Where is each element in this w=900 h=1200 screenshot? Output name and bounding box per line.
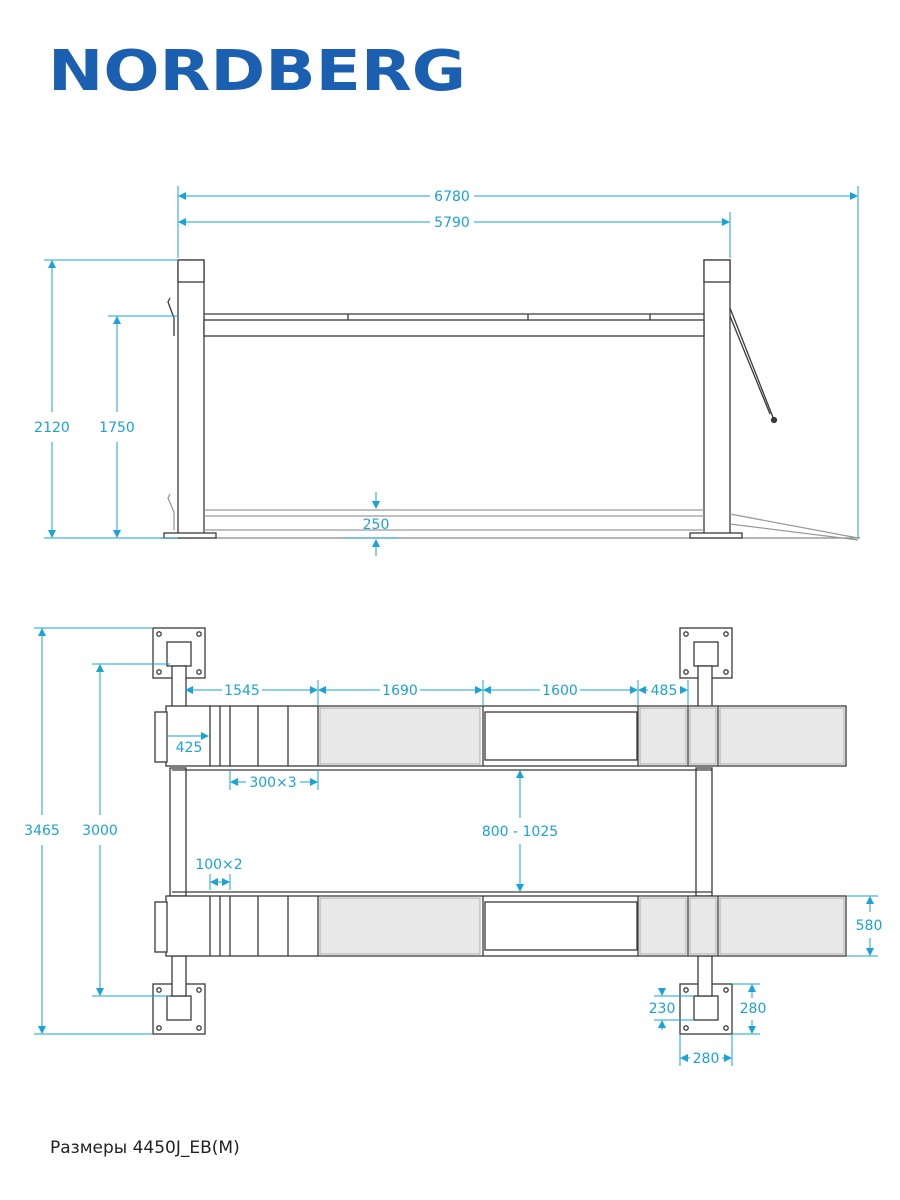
left-stopper-bottom bbox=[167, 493, 175, 530]
label-100x2: 100×2 bbox=[195, 857, 242, 873]
label-5790: 5790 bbox=[434, 215, 470, 231]
runway-upper bbox=[154, 705, 847, 767]
right-column-cap bbox=[703, 259, 731, 283]
label-1690: 1690 bbox=[382, 683, 418, 699]
right-column-base bbox=[689, 532, 743, 539]
nordberg-logo: NORDBERG bbox=[48, 44, 468, 96]
label-1750: 1750 bbox=[99, 420, 135, 436]
label-3000: 3000 bbox=[82, 823, 118, 839]
right-column bbox=[703, 259, 731, 537]
label-425: 425 bbox=[176, 740, 203, 756]
caption: Размеры 4450J_EB(M) bbox=[50, 1138, 240, 1158]
label-230: 230 bbox=[649, 1001, 676, 1017]
side-view-dimensions bbox=[44, 186, 859, 556]
left-crossbeam bbox=[169, 767, 187, 897]
label-800-1025: 800 - 1025 bbox=[482, 824, 558, 840]
side-view-labels: 6780 5790 2120 1750 250 bbox=[34, 189, 470, 533]
top-view bbox=[152, 627, 847, 1035]
left-stopper-top bbox=[167, 297, 175, 336]
runway-lower bbox=[154, 895, 847, 957]
ramp-lowered bbox=[729, 513, 859, 539]
ramp-raised bbox=[729, 307, 775, 421]
label-2120: 2120 bbox=[34, 420, 70, 436]
label-280-horizontal: 280 bbox=[693, 1051, 720, 1067]
label-580: 580 bbox=[856, 918, 883, 934]
raised-runway bbox=[203, 319, 705, 337]
label-1545: 1545 bbox=[224, 683, 260, 699]
label-1600: 1600 bbox=[542, 683, 578, 699]
left-column-base bbox=[163, 532, 217, 539]
tread-plate-1 bbox=[319, 707, 481, 765]
left-column bbox=[177, 259, 205, 537]
logo-text: NORDBERG bbox=[48, 44, 466, 96]
label-300x3: 300×3 bbox=[249, 775, 296, 791]
label-3465: 3465 bbox=[24, 823, 60, 839]
right-crossbeam bbox=[695, 767, 713, 897]
label-250: 250 bbox=[363, 517, 390, 533]
side-view bbox=[160, 259, 860, 541]
label-280-vertical: 280 bbox=[740, 1001, 767, 1017]
label-485: 485 bbox=[651, 683, 678, 699]
top-view-labels: 3465 3000 1545 1690 1600 485 425 300×3 8… bbox=[24, 683, 882, 1067]
label-6780: 6780 bbox=[434, 189, 470, 205]
left-column-cap bbox=[177, 259, 205, 283]
nordberg-logo-graphic: NORDBERG bbox=[48, 44, 466, 96]
top-view-dimensions bbox=[34, 627, 878, 1066]
